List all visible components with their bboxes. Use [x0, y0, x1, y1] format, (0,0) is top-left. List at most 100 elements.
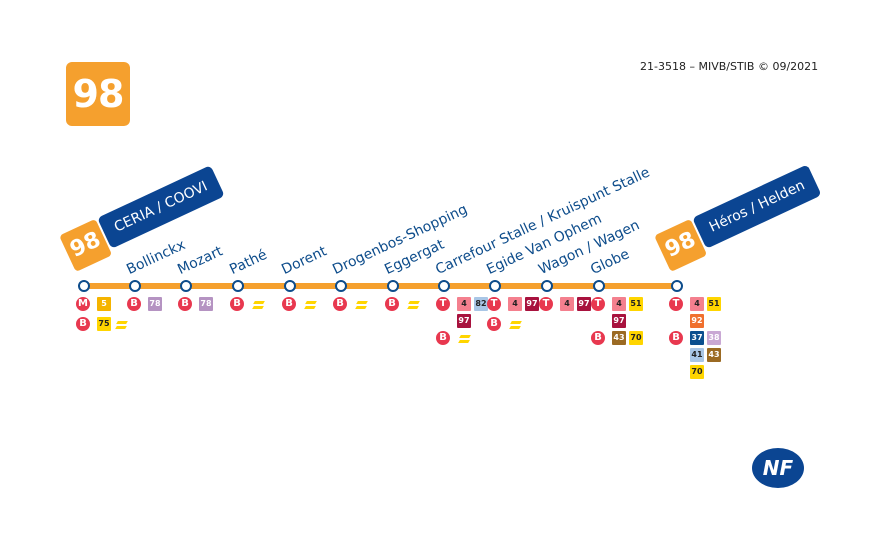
connection-line-badge[interactable]: 4 [690, 297, 704, 311]
line-badges: 5 [97, 297, 128, 311]
connection-line-badge[interactable]: 4 [560, 297, 574, 311]
bus-icon: B [333, 297, 347, 311]
connection-line-badge[interactable]: 97 [612, 314, 626, 328]
station-stop[interactable] [489, 280, 501, 292]
connection-line-badge[interactable]: 38 [707, 331, 721, 345]
line-badges [406, 297, 437, 311]
station-label[interactable]: Pathé [227, 246, 270, 278]
connection-group: B [436, 331, 488, 345]
line-badges: 78 [148, 297, 179, 311]
connection-line-badge[interactable]: 78 [148, 297, 162, 311]
station-stop[interactable] [284, 280, 296, 292]
station-label[interactable]: Dorent [279, 243, 330, 278]
de-lijn-icon [354, 297, 368, 311]
station-stop[interactable] [387, 280, 399, 292]
connection-line-badge[interactable]: 4 [457, 297, 471, 311]
line-badges [354, 297, 385, 311]
station-stop[interactable] [180, 280, 192, 292]
station-stop[interactable] [541, 280, 553, 292]
credit-text: 21-3518 – MIVB/STIB © 09/2021 [640, 60, 819, 73]
bus-icon: B [436, 331, 450, 345]
tram-icon: T [436, 297, 450, 311]
de-lijn-icon [303, 297, 317, 311]
connection-line-badge[interactable]: 4 [508, 297, 522, 311]
de-lijn-icon [251, 297, 265, 311]
station-stop[interactable] [593, 280, 605, 292]
station-stop[interactable] [438, 280, 450, 292]
line-number-badge: 98 [66, 62, 130, 126]
connection-line-badge[interactable]: 97 [525, 297, 539, 311]
connection-group: B [333, 297, 385, 311]
connection-line-badge[interactable]: 51 [629, 297, 643, 311]
connection-line-badge[interactable]: 97 [457, 314, 471, 328]
line-badges [457, 331, 488, 345]
bus-icon: B [127, 297, 141, 311]
connection-line-badge[interactable]: 51 [707, 297, 721, 311]
connection-line-badge[interactable]: 92 [690, 314, 704, 328]
connection-line-badge[interactable]: 41 [690, 348, 704, 362]
bus-icon: B [282, 297, 296, 311]
nf-service-logo: NF [752, 448, 804, 488]
line-badges [303, 297, 334, 311]
connection-line-badge[interactable]: 5 [97, 297, 111, 311]
tram-icon: T [487, 297, 501, 311]
terminus-start-name: CERIA / COOVI [97, 165, 225, 249]
line-badges: 78 [199, 297, 230, 311]
connection-line-badge[interactable]: 43 [707, 348, 721, 362]
route-line [84, 283, 677, 289]
connection-line-badge[interactable]: 37 [690, 331, 704, 345]
station-stop[interactable] [335, 280, 347, 292]
connection-line-badge[interactable]: 43 [612, 331, 626, 345]
station-stop[interactable] [671, 280, 683, 292]
tram-icon: T [539, 297, 553, 311]
connection-group: B [487, 317, 539, 331]
line-badges [508, 317, 539, 331]
tram-icon: T [591, 297, 605, 311]
bus-icon: B [385, 297, 399, 311]
bus-icon: B [487, 317, 501, 331]
metro-icon: M [76, 297, 90, 311]
connection-line-badge[interactable]: 70 [690, 365, 704, 379]
connection-line-badge[interactable]: 70 [629, 331, 643, 345]
de-lijn-icon [457, 331, 471, 345]
connection-line-badge[interactable]: 97 [577, 297, 591, 311]
connection-line-badge[interactable]: 78 [199, 297, 213, 311]
connection-line-badge[interactable]: 4 [612, 297, 626, 311]
connection-group: B [385, 297, 437, 311]
connection-group: B 75 [76, 317, 128, 331]
connection-group: B [282, 297, 334, 311]
connection-group: B 78 [127, 297, 179, 311]
station-stop[interactable] [232, 280, 244, 292]
terminus-end-name: Héros / Helden [692, 164, 823, 249]
station-stop[interactable] [129, 280, 141, 292]
bus-icon: B [591, 331, 605, 345]
connection-group: B 78 [178, 297, 230, 311]
line-badges: 75 [97, 317, 128, 331]
station-stop[interactable] [78, 280, 90, 292]
line-badges [251, 297, 282, 311]
de-lijn-icon [508, 317, 522, 331]
bus-icon: B [178, 297, 192, 311]
connection-line-badge[interactable]: 82 [474, 297, 488, 311]
bus-icon: B [76, 317, 90, 331]
terminus-end: 98 Héros / Helden [654, 164, 824, 272]
connection-group: B [230, 297, 282, 311]
connection-line-badge[interactable]: 75 [97, 317, 111, 331]
de-lijn-icon [114, 317, 128, 331]
bus-icon: B [669, 331, 683, 345]
